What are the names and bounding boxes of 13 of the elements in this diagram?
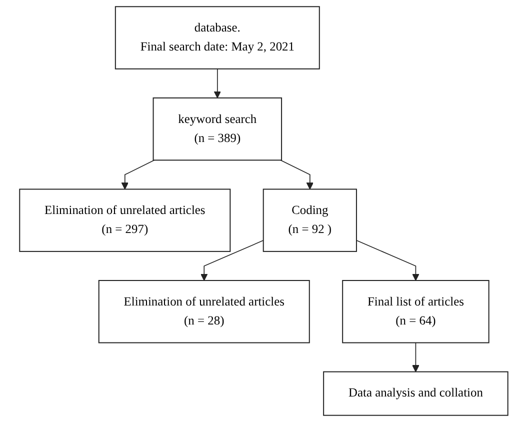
- arrow: [412, 342, 420, 372]
- node-box: Final list of articles (n = 64): [342, 280, 490, 344]
- node-box: Data analysis and collation: [322, 371, 508, 416]
- node-box: Elimination of unrelated articles (n = 297): [18, 188, 230, 252]
- arrow: [356, 240, 420, 281]
- node-box: keyword search (n = 389): [152, 97, 282, 161]
- node-box: Elimination of unrelated articles (n = 28): [98, 280, 310, 344]
- node-box: database. Final search date: May 2, 2021: [114, 6, 320, 70]
- arrow: [214, 68, 221, 98]
- arrow: [200, 240, 264, 281]
- arrow: [280, 160, 314, 190]
- node-box: Coding (n = 92 ): [262, 188, 357, 252]
- arrow: [121, 160, 154, 190]
